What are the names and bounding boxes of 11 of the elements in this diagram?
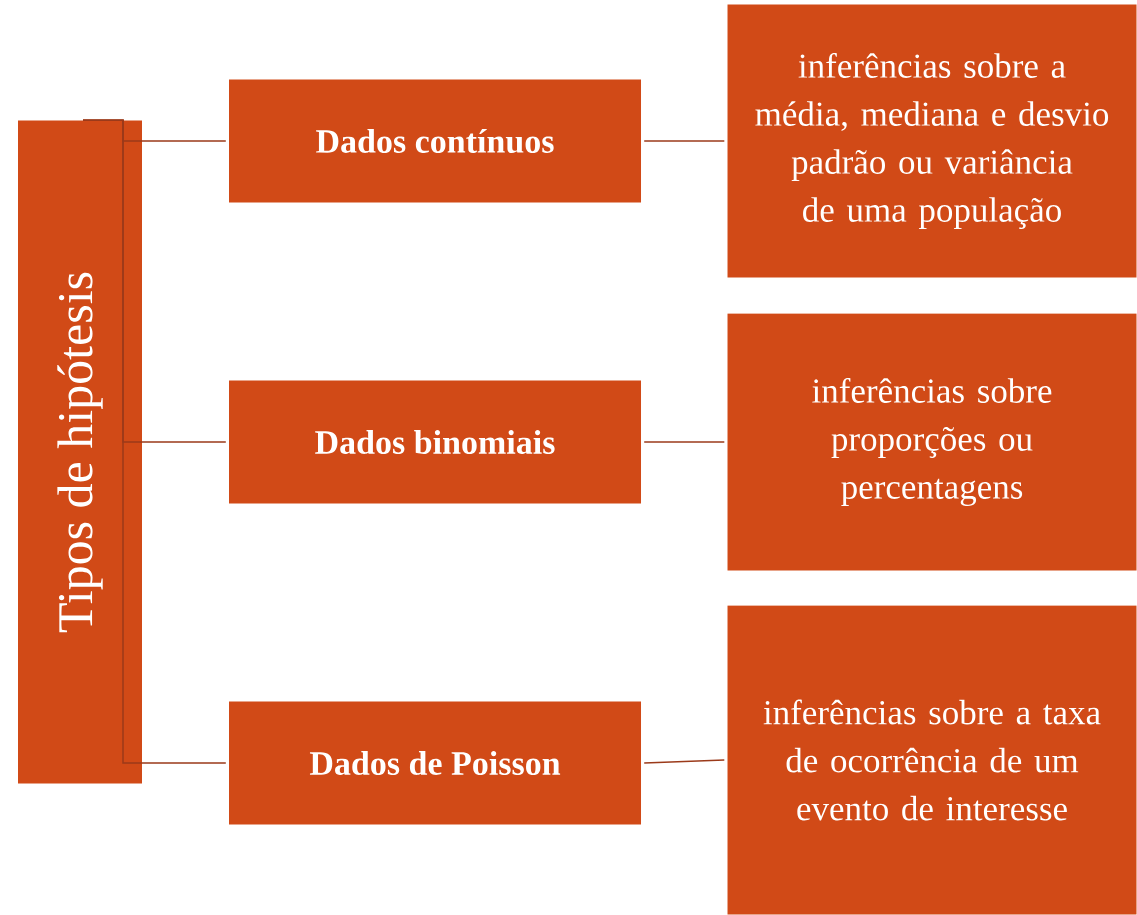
- category-box: Dados binomiais: [229, 380, 641, 504]
- category-box: Dados contínuos: [229, 79, 641, 203]
- connector-line: [643, 140, 726, 142]
- category-box: Dados de Poisson: [229, 701, 641, 825]
- description-box: inferências sobre a taxa de ocorrência de um evento de interesse: [727, 605, 1137, 915]
- description-box: inferências sobre a média, mediana e desvio padrão ou variância de uma população: [727, 4, 1137, 278]
- connector-line: [82, 119, 227, 764]
- connector-line: [643, 759, 726, 764]
- connector-line: [643, 441, 726, 443]
- root-box: Tipos de hipótesis: [18, 120, 142, 784]
- description-box: inferências sobre proporções ou percentagens: [727, 313, 1137, 571]
